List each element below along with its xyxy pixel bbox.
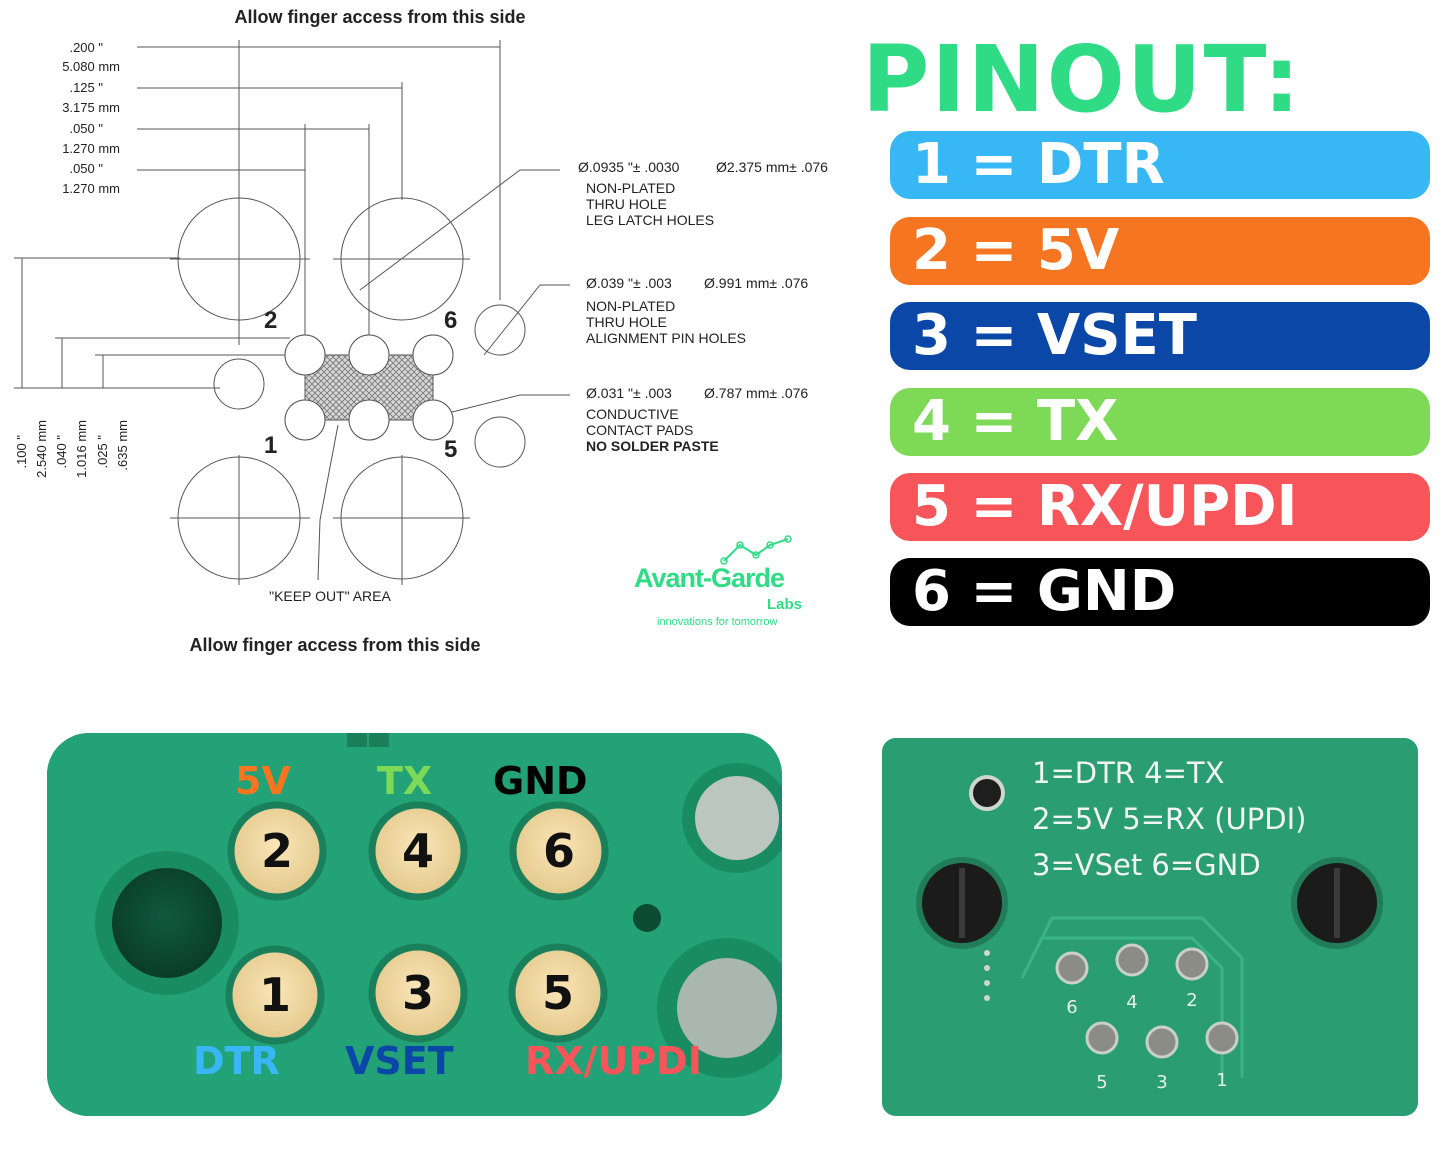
logo-name: Avant-Garde [634,563,785,593]
pinout-item-rx-updi: 5 = RX/UPDI [890,473,1430,541]
note-spec: Ø.991 mm± .076 [704,275,808,291]
pad-number: 5 [542,966,574,1020]
pcb-pad-photo: 2 4 6 1 3 5 5V TX GND DTR VSET RX/UPDI [47,733,782,1116]
pinout-title: PINOUT: [862,26,1303,133]
note-spec: Ø.031 "± .003 [586,385,672,401]
note-spec: Ø.039 "± .003 [586,275,672,291]
dim-label: .100 " [14,435,29,469]
pcb-board-svg: 6 4 2 5 3 1 [882,738,1418,1116]
note-line: CONDUCTIVE [586,406,679,422]
pad-number: 6 [543,824,575,878]
note-spec: Ø2.375 mm± .076 [716,159,828,175]
label-5v: 5V [235,759,291,803]
pin-label: 1 [264,432,277,459]
pin-label: 2 [264,307,277,334]
dim-label: 1.016 mm [74,420,89,478]
note-line: NO SOLDER PASTE [586,438,719,454]
pad-number: 4 [402,824,434,878]
label-gnd: GND [493,759,588,803]
note-line: NON-PLATED [586,180,675,196]
pad-number: 2 [261,824,293,878]
label-vset: VSET [345,1039,454,1083]
dim-label: 2.540 mm [34,420,49,478]
pinout-item-dtr: 1 = DTR [890,131,1430,199]
dim-label: .200 " [69,40,103,55]
pin-label: 6 [444,307,457,334]
dim-label: .040 " [54,435,69,469]
note-line: THRU HOLE [586,196,667,212]
pin-label: 5 [444,436,457,463]
pinout-item-gnd: 6 = GND [890,558,1430,626]
dim-label: .050 " [69,121,103,136]
dim-label: .635 mm [115,420,130,471]
dim-label: 3.175 mm [62,100,120,115]
pcb-board-photo: 6 4 2 5 3 1 1=DTR 4=TX 2=5V 5=RX (UPDI) … [882,738,1418,1116]
pcb-pads-svg: 2 4 6 1 3 5 [47,733,782,1116]
dim-label: .050 " [69,161,103,176]
top-caption: Allow finger access from this side [234,7,525,27]
dim-label: 1.270 mm [62,181,120,196]
footprint-svg: Allow finger access from this side Allow… [14,7,828,655]
logo-tagline: innovations for tomorrow [657,616,778,628]
dim-label: 1.270 mm [62,141,120,156]
logo-sub: Labs [767,596,803,613]
board-pad-number: 4 [1126,992,1137,1013]
silkscreen-line: 2=5V 5=RX (UPDI) [1032,802,1307,836]
avant-garde-logo: Avant-Garde Labs innovations for tomorro… [630,535,830,635]
note-line: CONTACT PADS [586,422,693,438]
pad-number: 1 [259,968,291,1022]
bottom-caption: Allow finger access from this side [189,635,480,655]
note-spec: Ø.787 mm± .076 [704,385,808,401]
label-tx: TX [377,759,433,803]
silkscreen-line: 1=DTR 4=TX [1032,756,1225,790]
pinout-item-vset: 3 = VSET [890,302,1430,370]
pad-number: 3 [402,966,434,1020]
board-pad-number: 6 [1066,997,1077,1018]
note-line: LEG LATCH HOLES [586,212,714,228]
note-line: NON-PLATED [586,298,675,314]
pinout-item-5v: 2 = 5V [890,217,1430,285]
trend-line-icon [720,535,792,565]
note-spec: Ø.0935 "± .0030 [578,159,680,175]
pinout-item-tx: 4 = TX [890,388,1430,456]
board-pad-number: 5 [1096,1072,1107,1093]
dim-label: .125 " [69,80,103,95]
board-pad-number: 3 [1156,1072,1167,1093]
dim-label: .025 " [95,435,110,469]
footprint-drawing: Allow finger access from this side Allow… [0,0,860,680]
board-pad-number: 2 [1186,990,1197,1011]
note-line: ALIGNMENT PIN HOLES [586,330,746,346]
label-dtr: DTR [193,1039,280,1083]
keepout-label: "KEEP OUT" AREA [269,588,391,604]
dim-label: 5.080 mm [62,59,120,74]
note-line: THRU HOLE [586,314,667,330]
board-pad-number: 1 [1216,1070,1227,1091]
label-rx-updi: RX/UPDI [525,1039,702,1083]
silkscreen-line: 3=VSet 6=GND [1032,848,1261,882]
